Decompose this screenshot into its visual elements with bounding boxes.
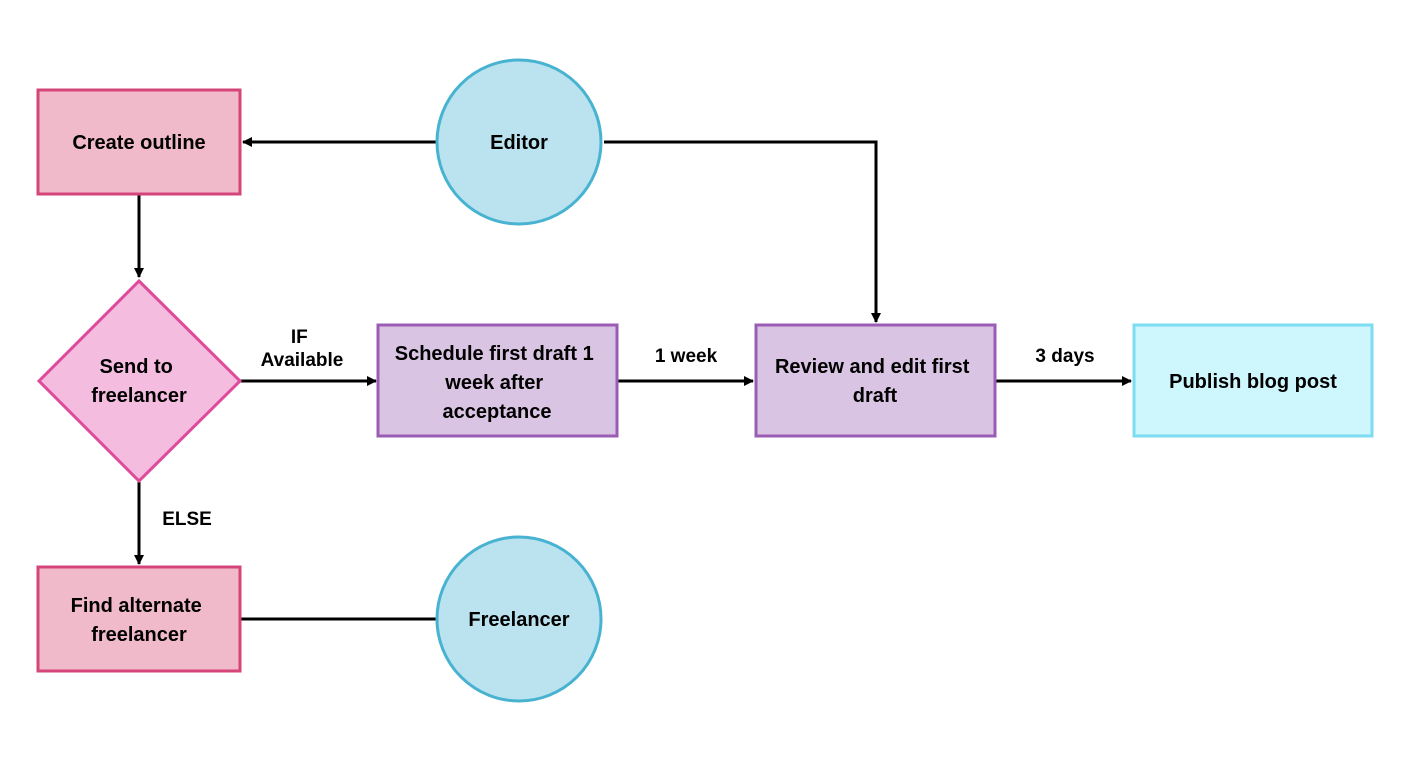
node-find-alternate-label: Find alternate freelancer: [71, 595, 208, 646]
node-editor-shape: [435, 58, 603, 226]
node-schedule-first-draft: Schedule first draft 1 week after accept…: [376, 323, 619, 438]
node-publish-blog-post-shape: [1132, 323, 1374, 438]
node-schedule-first-draft-shape: [376, 323, 619, 438]
node-editor: Editor: [435, 58, 603, 226]
edge-label-if-available: IF Available: [261, 327, 344, 371]
nodes: Create outline Editor Send to freelancer…: [36, 58, 1374, 703]
edge-editor-to-review: [604, 140, 881, 323]
node-freelancer-label: Freelancer: [468, 609, 569, 631]
edge-label-else: ELSE: [162, 509, 212, 530]
edge-label-three-days: 3 days: [1035, 346, 1094, 367]
edge-label-one-week: 1 week: [655, 346, 718, 367]
node-review-and-edit-label: Review and edit first draft: [775, 356, 975, 407]
edges: [134, 137, 1132, 621]
node-publish-blog-post: Publish blog post: [1132, 323, 1374, 438]
node-create-outline: Create outline: [36, 88, 242, 196]
node-send-to-freelancer-label: Send to freelancer: [91, 356, 187, 407]
node-create-outline-shape: [36, 88, 242, 196]
node-freelancer: Freelancer: [435, 535, 603, 703]
node-review-and-edit: Review and edit first draft: [754, 323, 997, 438]
node-review-and-edit-shape: [754, 323, 997, 438]
node-find-alternate: Find alternate freelancer: [36, 565, 242, 673]
node-freelancer-shape: [435, 535, 603, 703]
node-send-to-freelancer: Send to freelancer: [36, 278, 243, 484]
node-publish-blog-post-label: Publish blog post: [1169, 371, 1337, 393]
node-create-outline-label: Create outline: [72, 132, 205, 154]
node-editor-label: Editor: [490, 132, 548, 154]
node-schedule-first-draft-label: Schedule first draft 1 week after accept…: [395, 343, 600, 423]
node-send-to-freelancer-shape: [36, 278, 243, 484]
edge-labels: IF Available 1 week 3 days ELSE: [162, 327, 1094, 530]
node-find-alternate-shape: [36, 565, 242, 673]
